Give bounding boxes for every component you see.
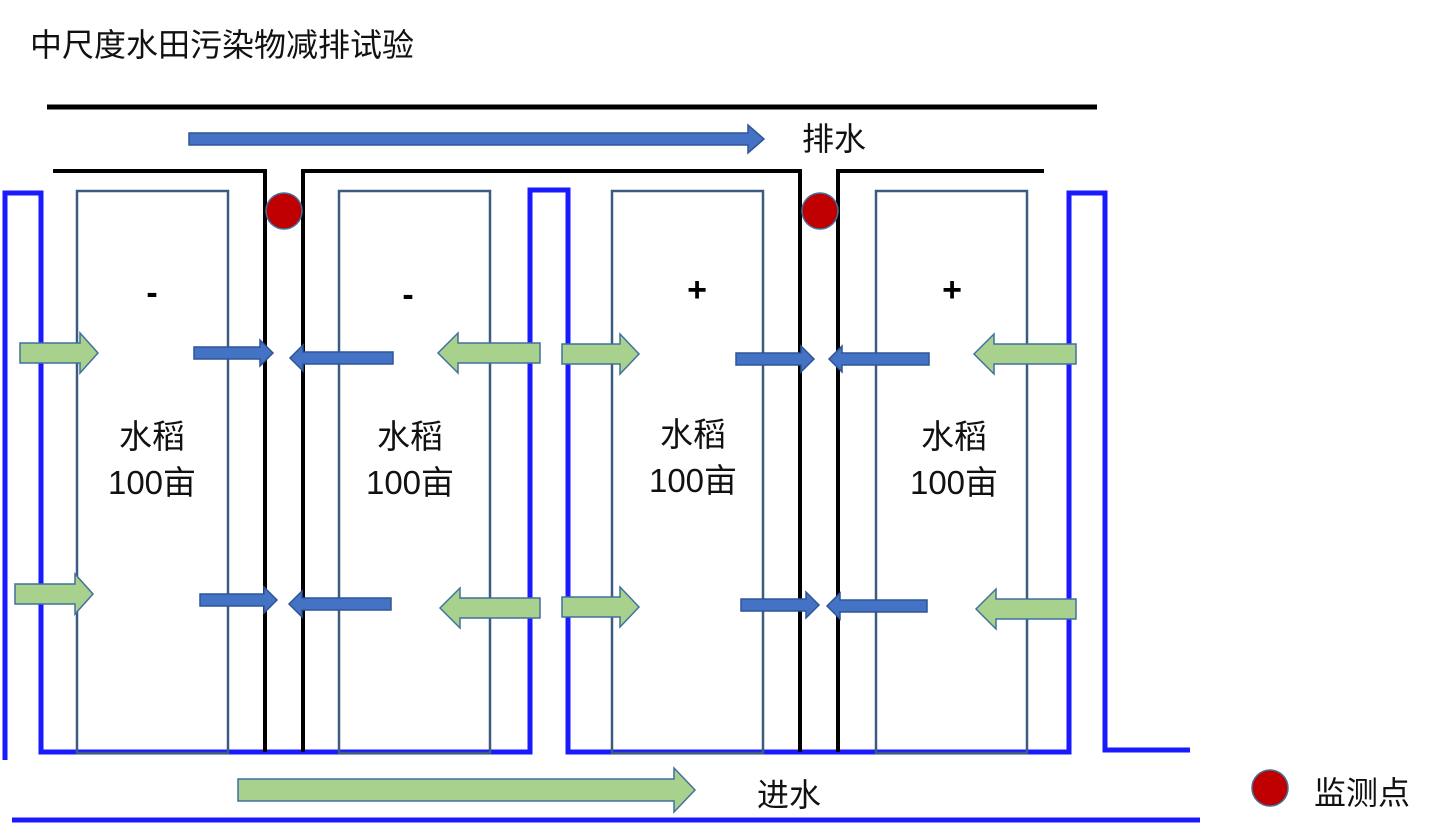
drain-direction-arrow <box>188 123 766 155</box>
inlet-direction-arrow <box>237 766 697 814</box>
inflow-arrow-f3-top <box>561 332 641 376</box>
field-2-sign: - <box>402 276 414 314</box>
inflow-arrow-f4-top <box>972 332 1077 376</box>
field-outline-1 <box>75 189 230 755</box>
monitor-point-1 <box>265 192 303 230</box>
monitor-point-2 <box>801 192 839 230</box>
outflow-arrows <box>193 338 930 621</box>
outflow-arrow-f4-bottom <box>825 591 928 621</box>
outflow-arrow-f3-top <box>735 344 816 374</box>
field-2-crop: 水稻 <box>377 418 443 455</box>
inlet-channels <box>2 187 1190 760</box>
inflow-arrows <box>14 331 1077 631</box>
inlet-label: 进水 <box>757 776 822 814</box>
inflow-arrow-f1-top <box>19 331 100 375</box>
drain-label: 排水 <box>802 120 867 158</box>
field-4-crop: 水稻 <box>921 418 987 455</box>
inflow-arrow-f2-top <box>436 331 541 375</box>
outflow-arrow-f4-top <box>827 344 930 374</box>
outflow-arrow-f2-top <box>288 343 394 373</box>
outflow-arrow-f1-bottom <box>199 585 279 615</box>
field-4-area: 100亩 <box>909 464 999 501</box>
field-outline-3 <box>610 189 765 755</box>
field-outline-4 <box>874 189 1029 755</box>
drain-ditch-2 <box>301 169 802 752</box>
inflow-arrow-f3-bottom <box>561 585 641 629</box>
inlet-channel-left <box>2 187 1190 760</box>
paddy-fields <box>75 189 1029 755</box>
field-outline-2 <box>337 189 492 755</box>
drain-ditches <box>53 169 1044 752</box>
field-1-crop: 水稻 <box>119 418 185 455</box>
outflow-arrow-f1-top <box>193 338 275 368</box>
page-title: 中尺度水田污染物减排试验 <box>30 26 415 64</box>
outflow-arrow-f2-bottom <box>287 589 392 619</box>
inflow-arrow-f2-bottom <box>438 586 541 630</box>
field-1-sign: - <box>146 274 158 312</box>
field-3-crop: 水稻 <box>660 416 726 453</box>
field-4-sign: + <box>942 271 962 309</box>
inflow-arrow-f1-bottom <box>14 572 95 616</box>
drain-ditch-1 <box>53 169 267 752</box>
drain-ditch-3 <box>836 169 1044 752</box>
legend-monitor-icon <box>1251 769 1289 807</box>
outflow-arrow-f3-bottom <box>740 590 821 620</box>
field-3-area: 100亩 <box>648 462 738 499</box>
field-3-sign: + <box>687 271 707 309</box>
legend-label: 监测点 <box>1314 774 1411 812</box>
field-1-area: 100亩 <box>107 464 197 501</box>
inflow-arrow-f4-bottom <box>974 587 1077 631</box>
field-2-area: 100亩 <box>365 464 455 501</box>
